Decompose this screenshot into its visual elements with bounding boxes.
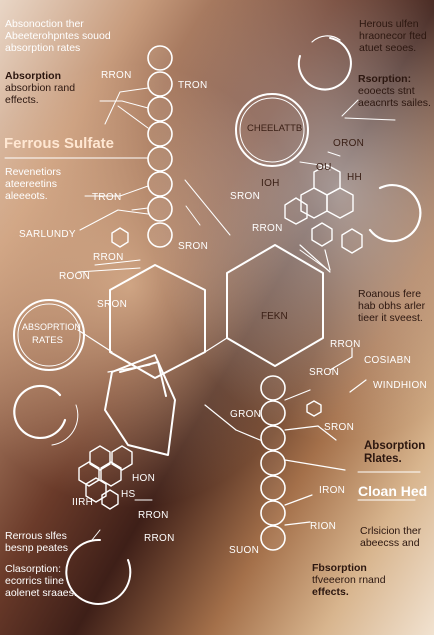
cloan-hed-heading: Cloan Hed — [358, 483, 428, 499]
fekn-badge: FEKN — [261, 311, 288, 322]
main-title: Ferrous Sulfate — [4, 135, 115, 152]
fbsorption-line-2: tfveeeron rnand — [312, 574, 386, 587]
label-rron-6: RRON — [144, 533, 175, 544]
absorption-effects-text: Absorption absorbion rand effects. — [5, 70, 75, 106]
absorption-effects-heading: Absorption — [5, 70, 61, 82]
revenetiors-line-1: Revenetiors — [5, 166, 62, 178]
label-suon: SUON — [229, 545, 260, 556]
intro-line-1: Absonoction ther — [5, 18, 84, 30]
label-ioh: IOH — [261, 178, 280, 189]
absorption-rates-line-2: Rlates. — [364, 453, 402, 466]
revenetiors-line-2: ateereetins — [5, 178, 57, 191]
rsorption-text: Rsorption: eooects stnt aeacnrts sailes. — [358, 73, 431, 109]
intro-line-2: Abeeterohpntes souod — [5, 30, 111, 43]
label-hon: HON — [132, 473, 156, 484]
top-right-text: Herous ulfen hraonecor fted atuet seoes. — [359, 18, 427, 54]
bottom-left-text: Rerrous slfes besnp peates Clasorption: … — [5, 530, 77, 599]
label-roon: ROON — [59, 271, 91, 282]
center-hexagon — [226, 244, 324, 367]
bottom-arc — [65, 538, 132, 605]
label-windhion: WINDHION — [373, 380, 428, 391]
fbsorption-text: Fbsorption tfveeeron rnand effects. — [312, 562, 386, 598]
label-ou: OU — [316, 162, 332, 173]
lower-left-hexagon — [104, 354, 176, 456]
label-sron-3: SRON — [97, 299, 128, 310]
label-sron-1: SRON — [230, 191, 261, 202]
top-right-line-2: hraonecor fted — [359, 30, 427, 43]
label-gron: GRON — [230, 409, 262, 420]
left-ring-chain — [147, 45, 173, 248]
label-rron-1: RRON — [101, 70, 132, 81]
label-sron-5: SRON — [324, 422, 355, 433]
roanous-line-2: hab obhs arler — [358, 300, 426, 313]
label-rron-4: RRON — [330, 339, 361, 350]
absorption-rates-line-1: Absorption — [364, 440, 426, 452]
label-rion: RION — [310, 521, 337, 532]
label-cosiabn: COSIABN — [364, 355, 412, 366]
roanous-line-1: Roanous fere — [358, 288, 422, 300]
label-sron-4: SRON — [309, 367, 340, 378]
fbsorption-line-3: effects. — [312, 586, 349, 599]
roanous-text: Roanous fere hab obhs arler tieer it sve… — [358, 288, 425, 324]
revenetiors-line-3: aleeeots. — [5, 190, 48, 203]
label-tron-2: TRON — [92, 192, 122, 203]
label-sron-2: SRON — [178, 241, 209, 252]
label-irh: IIRH — [72, 497, 94, 508]
left-arc — [13, 384, 67, 440]
top-right-line-1: Herous ulfen — [359, 18, 419, 30]
top-right-arc — [297, 37, 352, 91]
absorption-circle — [13, 299, 85, 371]
right-arc — [368, 184, 422, 243]
label-oron: ORON — [333, 138, 365, 149]
rates-badge: RATES — [32, 335, 63, 346]
left-large-hexagon — [109, 264, 206, 379]
bottom-left-line-2: besnp peates — [5, 542, 69, 555]
chelatte-badge: CHEELATTB — [247, 123, 303, 134]
absorption-effects-line-2: absorbion rand — [5, 82, 76, 95]
crlsicion-text: Crlsicion ther abeecss and — [360, 525, 421, 549]
label-rron-2: RRON — [252, 223, 283, 234]
intro-text: Absonoction ther Abeeterohpntes souod ab… — [5, 18, 111, 54]
absorption-badge: ABSOPRTION — [22, 322, 81, 332]
absorption-rates-text: Absorption Rlates. — [364, 440, 425, 466]
bottom-left-line-1: Rerrous slfes — [5, 530, 67, 542]
label-iron: IRON — [319, 485, 346, 496]
roanous-line-3: tieer it sveest. — [358, 312, 423, 325]
rsorption-heading: Rsorption: — [358, 73, 412, 85]
bottom-left-line-5: aolenet sraaes. — [5, 587, 77, 600]
right-ring-chain — [260, 375, 286, 551]
top-right-line-3: atuet seoes. — [359, 42, 417, 55]
rsorption-line-3: aeacnrts sailes. — [358, 97, 431, 110]
crlsicion-line-1: Crlsicion ther — [360, 525, 422, 537]
label-hs: HS — [121, 489, 136, 500]
bottom-left-line-4: ecorrics tiine — [5, 575, 64, 588]
label-rron-3: RRON — [93, 252, 124, 263]
label-rron-5: RRON — [138, 510, 169, 521]
rsorption-line-2: eooects stnt — [358, 85, 415, 98]
crlsicion-line-2: abeecss and — [360, 537, 420, 550]
absorption-effects-line-3: effects. — [5, 94, 39, 107]
label-hh: HH — [347, 172, 363, 183]
intro-line-3: absorption rates — [5, 42, 81, 55]
revenetiors-text: Revenetiors ateereetins aleeeots. — [5, 166, 61, 202]
chelatte-circle — [235, 93, 309, 167]
label-tron-1: TRON — [178, 80, 208, 91]
label-sarlundy: SARLUNDY — [19, 229, 76, 240]
fbsorption-heading: Fbsorption — [312, 562, 367, 574]
bottom-left-line-3: Clasorption: — [5, 563, 62, 576]
